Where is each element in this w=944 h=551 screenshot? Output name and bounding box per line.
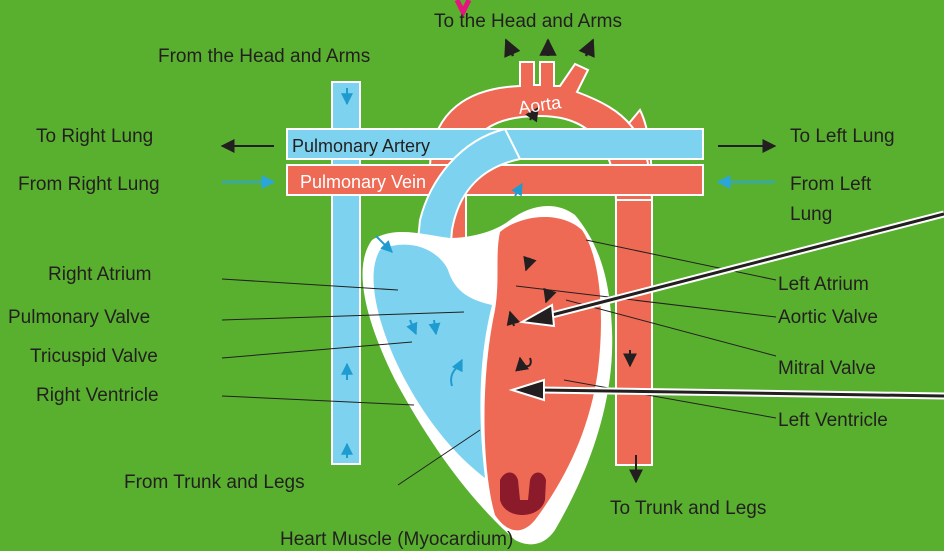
- label-left-atrium: Left Atrium: [778, 274, 869, 295]
- label-from-left-lung-line1: From Left: [790, 174, 872, 195]
- label-pulmonary-valve: Pulmonary Valve: [8, 307, 150, 328]
- label-pulmonary-vein: Pulmonary Vein: [300, 172, 426, 192]
- label-to-trunk-legs: To Trunk and Legs: [610, 498, 766, 519]
- label-to-right-lung: To Right Lung: [36, 126, 153, 147]
- label-tricuspid-valve: Tricuspid Valve: [30, 346, 158, 367]
- label-to-head-arms: To the Head and Arms: [434, 11, 622, 32]
- label-aortic-valve: Aortic Valve: [778, 307, 878, 328]
- label-left-ventricle: Left Ventricle: [778, 410, 888, 431]
- label-from-right-lung: From Right Lung: [18, 174, 160, 195]
- label-right-ventricle: Right Ventricle: [36, 385, 159, 406]
- label-from-head-arms: From the Head and Arms: [158, 46, 370, 67]
- label-from-left-lung-line2: Lung: [790, 204, 832, 225]
- label-from-trunk-legs: From Trunk and Legs: [124, 472, 305, 493]
- label-pulmonary-artery: Pulmonary Artery: [292, 136, 430, 156]
- top-outflow-arrows: [506, 40, 593, 56]
- label-right-atrium: Right Atrium: [48, 264, 151, 285]
- label-heart-muscle: Heart Muscle (Myocardium): [280, 529, 513, 550]
- label-to-left-lung: To Left Lung: [790, 126, 895, 147]
- label-mitral-valve: Mitral Valve: [778, 358, 876, 379]
